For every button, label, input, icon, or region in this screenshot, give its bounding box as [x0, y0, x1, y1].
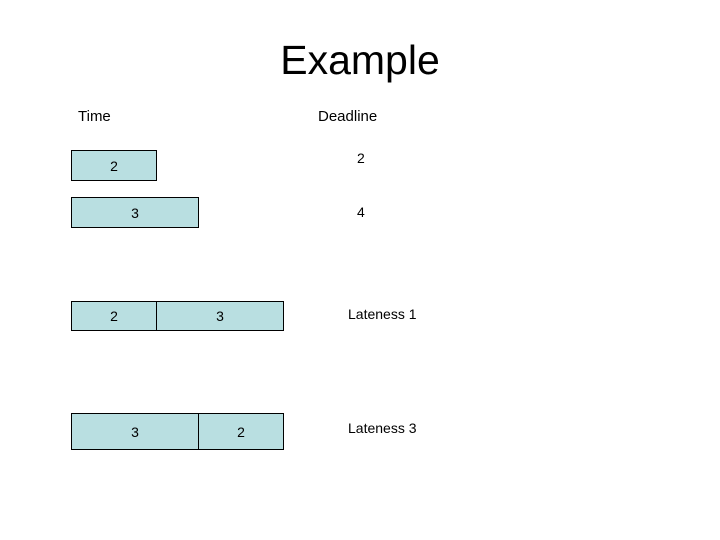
bar-row: 2 3 — [71, 301, 284, 331]
bar-row: 2 — [71, 150, 157, 181]
bar-row: 3 — [71, 197, 199, 228]
lateness-label: Lateness 3 — [348, 420, 417, 436]
bar-segment: 3 — [156, 301, 284, 331]
bar-segment: 3 — [71, 197, 199, 228]
deadline-value: 4 — [357, 204, 365, 220]
column-header-deadline: Deadline — [318, 108, 378, 125]
column-header-time: Time — [78, 108, 111, 125]
bar-segment: 2 — [71, 150, 157, 181]
bar-segment: 2 — [198, 413, 284, 450]
deadline-value: 2 — [357, 150, 365, 166]
bar-segment: 2 — [71, 301, 157, 331]
bar-segment: 3 — [71, 413, 199, 450]
lateness-label: Lateness 1 — [348, 306, 417, 322]
bar-row: 3 2 — [71, 413, 284, 450]
page-title: Example — [280, 37, 440, 83]
